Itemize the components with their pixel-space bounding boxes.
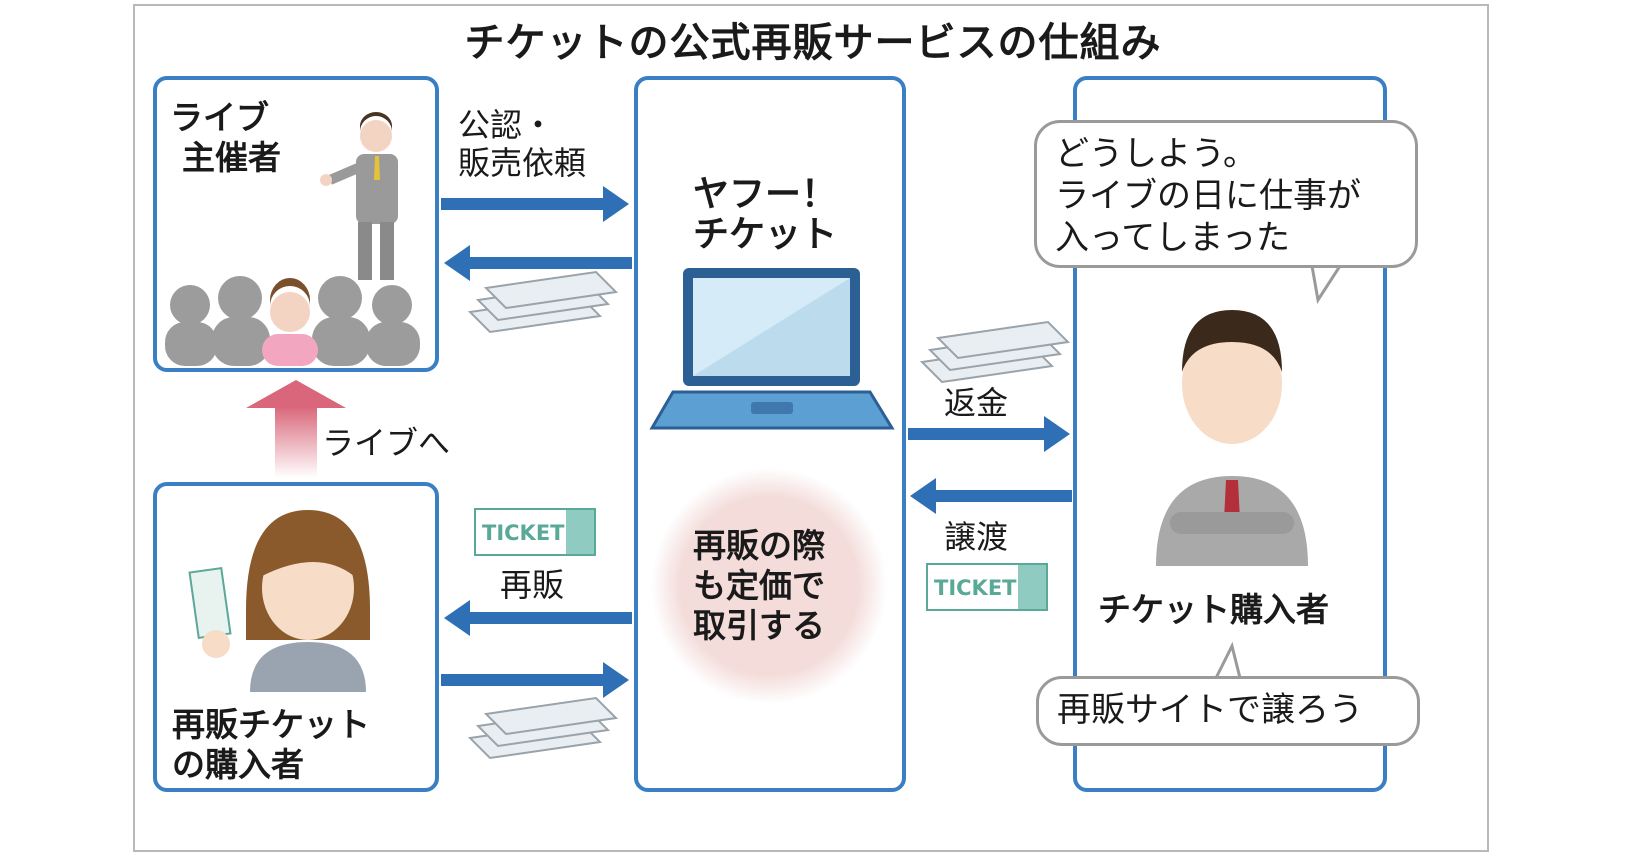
yahoo-ticket-label-1: ヤフー！	[693, 174, 838, 215]
request-label-2: 販売依頼	[458, 144, 587, 182]
to-live-label: ライブへ	[322, 424, 451, 462]
request-label-1: 公認・	[458, 106, 555, 144]
resale-buyer-label-1: 再販チケット	[172, 705, 370, 744]
fixed-price-circle	[651, 468, 887, 704]
arrow-request-right	[441, 186, 629, 222]
ticket-buyer-label: チケット購入者	[1098, 590, 1329, 629]
transfer-label: 譲渡	[944, 518, 1009, 556]
fixed-price-line-3: 取引する	[693, 606, 825, 645]
bubble-top-line-3: 入ってしまった	[1055, 218, 1290, 258]
arrow-payment-left	[444, 245, 632, 281]
resale-buyer-illustration	[188, 510, 370, 692]
ticket-text-right: TICKET	[934, 576, 1017, 600]
yahoo-ticket-label-2: チケット	[693, 214, 838, 255]
fixed-price-line-2: も定価で	[693, 566, 825, 605]
arrow-refund-right	[908, 416, 1070, 452]
laptop-icon	[649, 268, 895, 430]
bubble-bottom-text: 再販サイトで譲ろう	[1057, 690, 1363, 730]
resale-label: 再販	[500, 566, 565, 604]
resale-buyer-label-2: の購入者	[172, 745, 304, 784]
diagram-title: チケットの公式再販サービスの仕組み	[464, 20, 1162, 66]
refund-label: 返金	[944, 384, 1009, 422]
ticket-buyer-illustration	[1156, 310, 1308, 566]
speech-bubble-bottom: 再販サイトで譲ろう	[1036, 676, 1420, 746]
ticket-text-left: TICKET	[482, 521, 565, 545]
organizer-label-2: 主催者	[182, 138, 281, 177]
arrow-resale-left	[444, 600, 632, 636]
arrow-transfer-left	[910, 478, 1072, 514]
arrow-purchase-right	[441, 662, 629, 698]
money-icon-left-top	[467, 270, 619, 334]
bubble-top-tail	[1310, 264, 1343, 305]
organizer-label-1: ライブ	[170, 98, 269, 137]
bubble-top-line-2: ライブの日に仕事が	[1055, 176, 1361, 216]
money-icon-right	[919, 320, 1071, 384]
organizer-man-illustration	[320, 112, 398, 280]
ticket-icon-left: TICKET	[474, 508, 596, 556]
fixed-price-line-1: 再販の際	[693, 526, 825, 565]
ticket-icon-right: TICKET	[926, 563, 1048, 611]
arrow-to-live-up	[246, 380, 346, 478]
speech-bubble-top: どうしよう。 ライブの日に仕事が 入ってしまった	[1034, 120, 1418, 268]
bubble-bottom-tail	[1213, 641, 1242, 680]
money-icon-left-bottom	[467, 696, 619, 760]
bubble-top-line-1: どうしよう。	[1055, 134, 1257, 174]
audience-illustration	[165, 276, 420, 366]
